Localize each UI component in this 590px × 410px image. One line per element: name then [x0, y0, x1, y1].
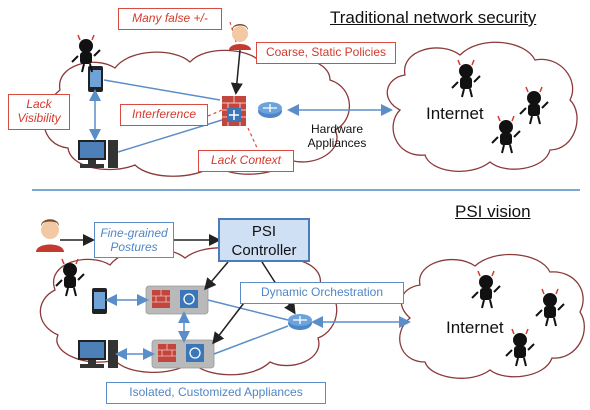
interference-label: Interference — [120, 104, 208, 126]
heading-traditional: Traditional network security — [330, 8, 537, 27]
controller-line-2: Controller — [231, 242, 297, 259]
smartphone-icon — [88, 66, 103, 92]
hacker-icon — [55, 258, 85, 297]
cloud-internet-bottom — [399, 253, 585, 379]
dynamic-orchestration-label: Dynamic Orchestration — [240, 282, 404, 304]
psi-controller-box: PSI Controller — [218, 218, 310, 262]
fine-grained-line-1: Fine-grained — [100, 226, 168, 240]
hacker-icon — [491, 115, 521, 154]
interference-dash — [207, 109, 223, 117]
hacker-icon — [71, 34, 101, 73]
lack-visibility-line-2: Visibility — [17, 111, 61, 125]
hardware-line-1: Hardware — [310, 122, 364, 136]
user-icon-bottom — [36, 219, 64, 252]
cloud-internet-top — [386, 41, 578, 172]
user-icon-top — [229, 24, 251, 50]
router-icon — [288, 314, 312, 330]
isolated-appliances-label: Isolated, Customized Appliances — [106, 382, 326, 404]
appliance-router-link-1 — [207, 299, 289, 321]
appliance-router-link-2 — [213, 325, 289, 355]
isolated-appliance-group — [151, 339, 215, 369]
phone-firewall-link — [103, 79, 221, 101]
orchestration-arrow-1 — [204, 261, 229, 291]
internet-label-top: Internet — [426, 104, 484, 123]
hardware-appliances-label: Hardware Appliances — [302, 122, 372, 150]
hacker-icon — [471, 270, 501, 309]
fine-grained-line-2: Postures — [110, 240, 158, 254]
smartphone-icon — [92, 288, 107, 314]
hacker-icon — [535, 288, 565, 327]
lack-context-dash — [247, 127, 259, 151]
desktop-computer-icon — [78, 140, 118, 168]
coarse-policies-label: Coarse, Static Policies — [256, 42, 396, 64]
router-icon — [258, 102, 282, 118]
hacker-icon — [451, 59, 481, 98]
policy-arrow — [230, 49, 243, 95]
fine-grained-postures-label: Fine-grained Postures — [94, 222, 174, 258]
lack-visibility-label: Lack Visibility — [8, 94, 70, 130]
hacker-icon — [519, 86, 549, 125]
lack-context-label: Lack Context — [198, 150, 294, 172]
internet-label-bottom: Internet — [446, 318, 504, 337]
hacker-icon — [505, 328, 535, 367]
isolated-appliance-group — [145, 285, 209, 315]
many-false-label: Many false +/- — [118, 8, 222, 30]
controller-line-1: PSI — [251, 223, 277, 240]
firewall-icon — [222, 96, 246, 126]
heading-psi-vision: PSI vision — [455, 202, 531, 221]
desktop-computer-icon — [78, 340, 118, 368]
hardware-line-2: Appliances — [307, 136, 367, 150]
lack-visibility-line-1: Lack — [26, 97, 52, 111]
